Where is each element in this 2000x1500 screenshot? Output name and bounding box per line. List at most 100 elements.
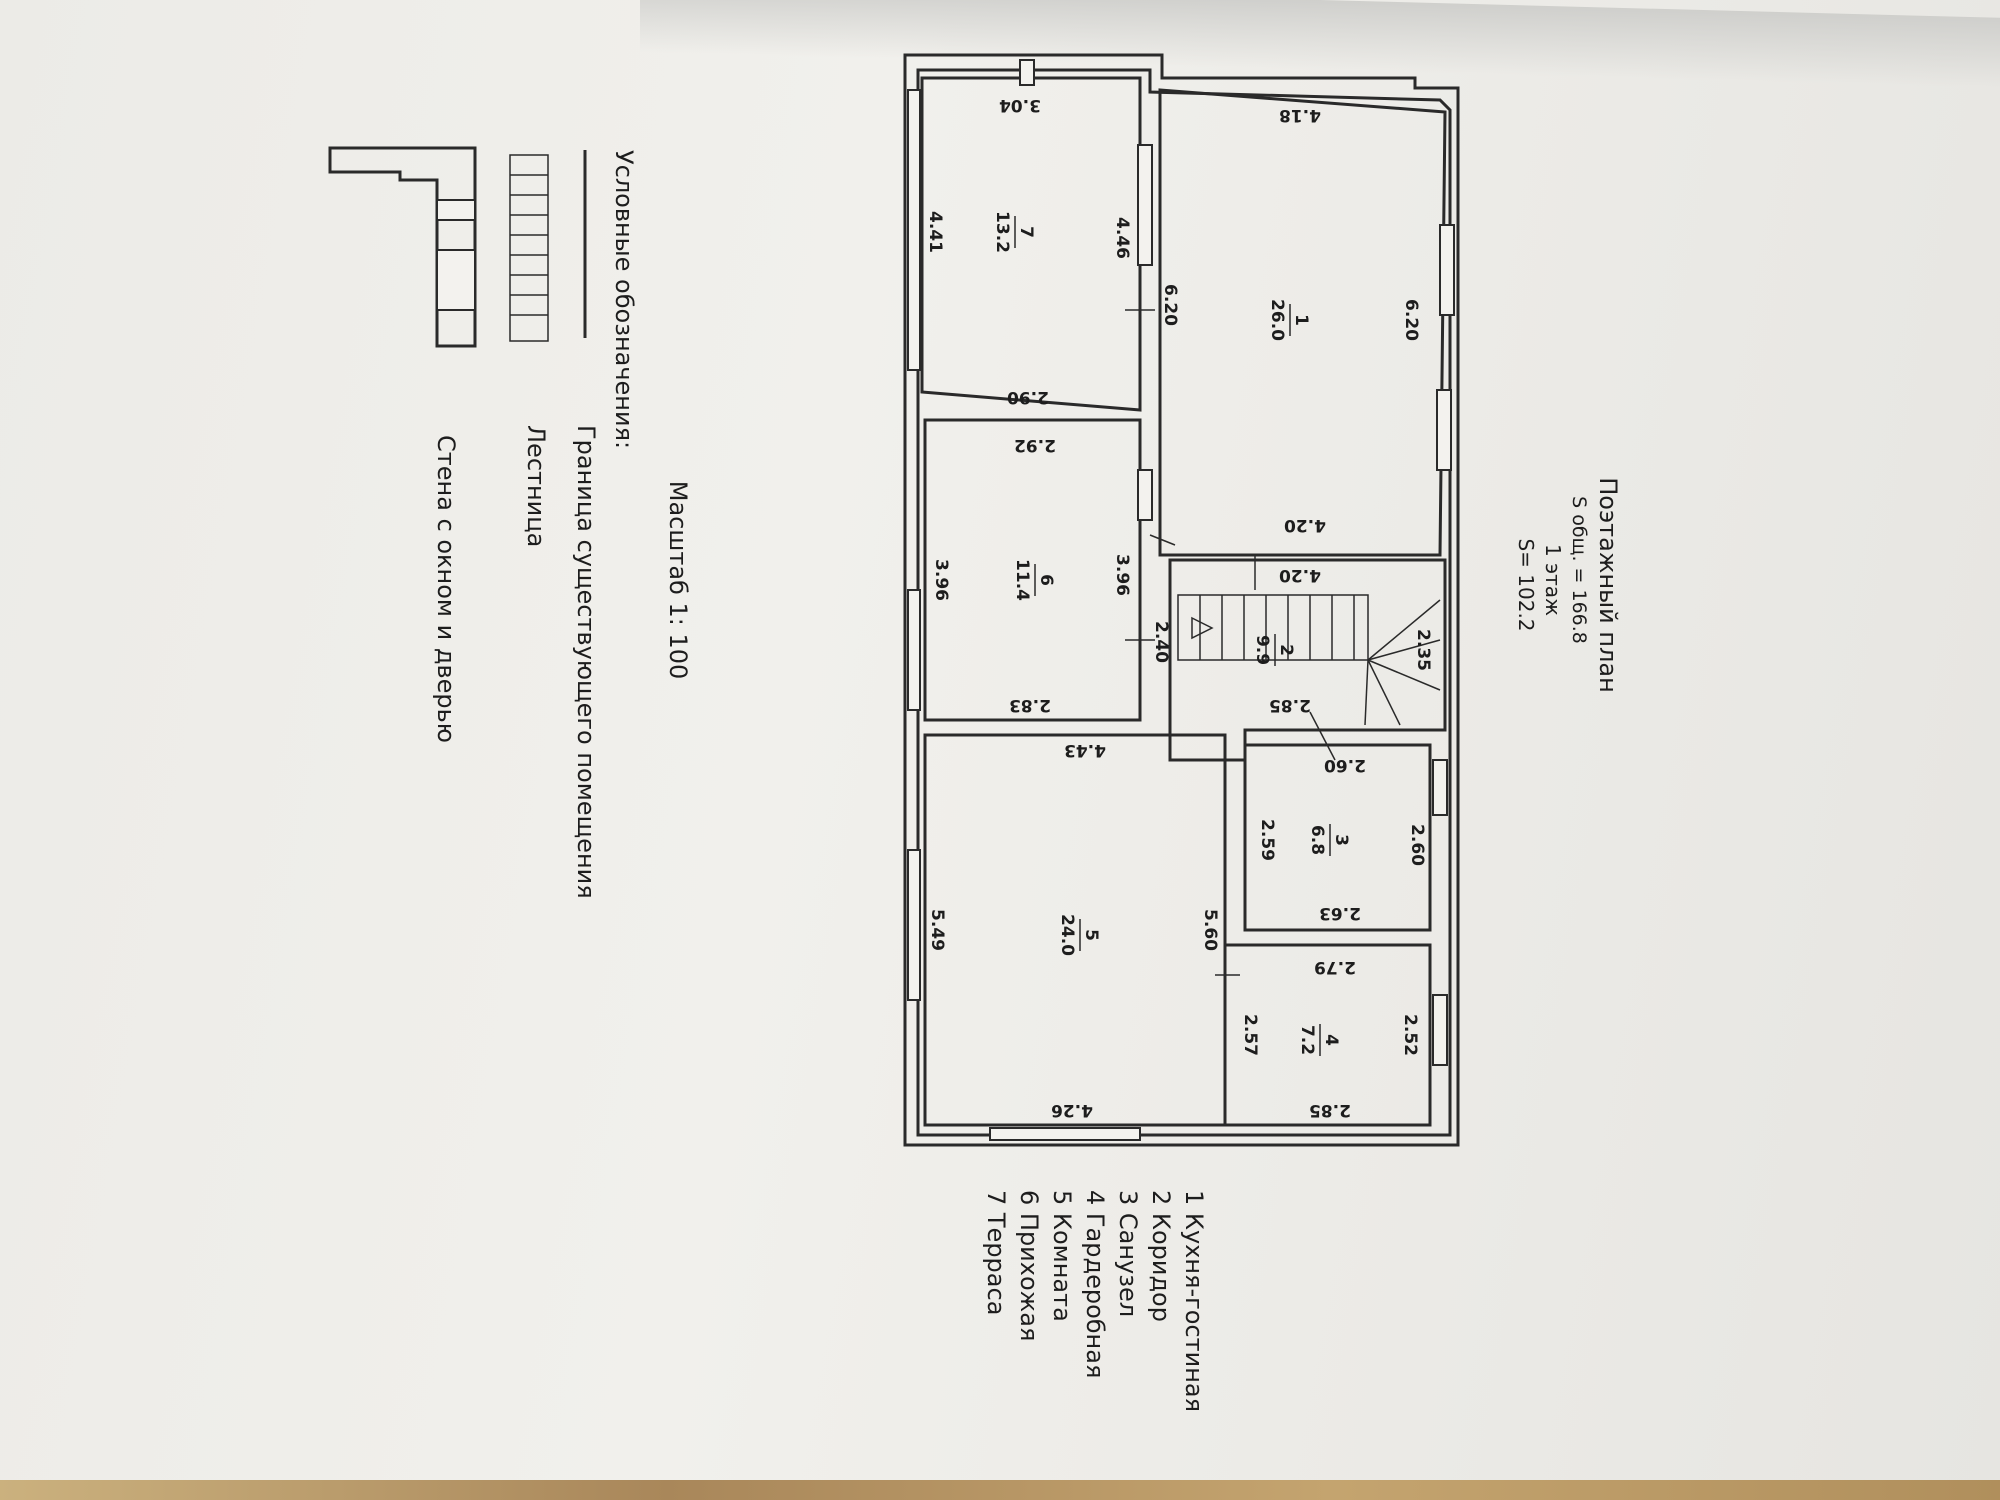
dimension-label: 4.43 [1064, 740, 1106, 760]
scale-label: Масштаб 1: 100 [664, 481, 692, 679]
dimension-label: 6.20 [1160, 284, 1180, 326]
room-area: 26.0 [1267, 299, 1287, 341]
room-list-item: 4 Гардеробная [1081, 1190, 1109, 1378]
room-number: 1 [1291, 314, 1311, 326]
legend-window-mark [436, 249, 476, 311]
room-number: 3 [1331, 834, 1351, 846]
room-area: 7.2 [1297, 1025, 1317, 1055]
dimension-label: 2.92 [1014, 435, 1056, 455]
room-number: 5 [1081, 929, 1101, 941]
room-number: 2 [1276, 644, 1296, 656]
dimension-label: 2.63 [1319, 903, 1361, 923]
legend-heading: Условные обозначения: [610, 150, 638, 449]
room-tags: 1 26.0 2 9.9 3 6.8 4 7.2 5 [992, 211, 1351, 1056]
dimension-labels: 4.18 6.20 6.20 4.20 4.20 3.04 4.41 4.46 … [925, 95, 1433, 1120]
room-2-walls [1168, 558, 1447, 762]
dimension-label: 3.04 [999, 95, 1041, 115]
room-number: 6 [1036, 574, 1056, 586]
window-room-6-left [907, 589, 921, 711]
window-bathroom [1432, 759, 1448, 816]
stair-flight [1177, 594, 1369, 661]
room-list-item: 7 Терраса [982, 1190, 1010, 1315]
dimension-label: 2.90 [1007, 387, 1049, 407]
room-list: 1 Кухня-гостиная 2 Коридор 3 Санузел 4 Г… [982, 1190, 1208, 1412]
window-room-5-bottom [989, 1127, 1141, 1141]
room-list-item: 2 Коридор [1147, 1190, 1175, 1322]
window-terrace-right [1137, 144, 1153, 266]
legend-window-mark [436, 199, 476, 221]
doors [1125, 309, 1336, 976]
room-list-item: 1 Кухня-гостиная [1180, 1190, 1208, 1412]
room-area: 24.0 [1057, 914, 1077, 956]
room-area: 11.4 [1012, 559, 1032, 601]
room-7-walls [920, 76, 1142, 412]
dimension-label: 2.60 [1324, 755, 1366, 775]
room-tag-2: 2 9.9 [1252, 634, 1296, 666]
dimension-label: 2.79 [1314, 957, 1356, 977]
window-entrance [1137, 469, 1153, 521]
room-area: 6.8 [1307, 825, 1327, 855]
dimension-label: 2.59 [1257, 819, 1277, 861]
room-tag-3: 3 6.8 [1307, 824, 1351, 856]
plan-title: Поэтажный план [1594, 477, 1622, 693]
room-area: 9.9 [1252, 635, 1272, 665]
floor-area: S= 102.2 [1514, 538, 1538, 631]
room-3-walls [1243, 743, 1432, 932]
room-tag-4: 4 7.2 [1297, 1024, 1341, 1056]
legend-item-boundary: Граница существующего помещения [572, 425, 600, 899]
dimension-label: 3.96 [1112, 554, 1132, 596]
room-tag-1: 1 26.0 [1267, 299, 1311, 341]
dimension-label: 4.41 [925, 211, 945, 253]
dimension-label: 5.49 [927, 909, 947, 951]
window-terrace-top [1019, 59, 1035, 86]
room-number: 4 [1321, 1034, 1341, 1046]
dimension-label: 2.57 [1240, 1014, 1260, 1056]
room-1-walls [1158, 88, 1447, 557]
room-list-item: 6 Прихожая [1015, 1190, 1043, 1341]
dimension-label: 4.26 [1051, 1100, 1093, 1120]
floor-label: 1 этаж [1541, 544, 1565, 616]
room-6-walls [923, 418, 1142, 722]
plan-walls [903, 53, 1460, 1147]
room-tag-6: 6 11.4 [1012, 559, 1056, 601]
dimension-label: 2.85 [1309, 1100, 1351, 1120]
room-5-walls [923, 733, 1227, 1127]
staircase [1177, 594, 1441, 726]
dimension-label: 5.60 [1200, 909, 1220, 951]
dimension-label: 3.96 [931, 559, 951, 601]
room-list-item: 5 Комната [1048, 1190, 1076, 1322]
dimension-label: 4.46 [1112, 217, 1132, 259]
room-area: 13.2 [992, 211, 1012, 253]
dimension-label: 6.20 [1401, 299, 1421, 341]
dimension-label: 2.40 [1151, 621, 1171, 663]
window-kitchen-2 [1436, 389, 1452, 471]
door-mark [1309, 711, 1336, 761]
dimension-label: 2.83 [1009, 695, 1051, 715]
plan-header: Поэтажный план S общ. = 166.8 1 этаж S= … [664, 477, 1622, 693]
room-list-item: 3 Санузел [1114, 1190, 1142, 1317]
dimension-label: 2.35 [1413, 629, 1433, 671]
dimension-label: 2.60 [1407, 824, 1427, 866]
window-wardrobe [1432, 994, 1448, 1066]
legend-symbol-wall-window-door [328, 146, 477, 348]
legend: Условные обозначения: Граница существующ… [328, 146, 638, 899]
room-tag-7: 7 13.2 [992, 211, 1036, 253]
legend-item-wall-window-door: Стена с окном и дверью [432, 435, 460, 743]
windows [907, 59, 1455, 1141]
legend-symbol-stairs [509, 154, 549, 342]
dimension-label: 2.52 [1400, 1014, 1420, 1056]
window-terrace-left [907, 89, 921, 371]
dimension-label: 4.20 [1279, 565, 1321, 585]
legend-item-stairs: Лестница [522, 425, 550, 547]
window-room-5-left [907, 849, 921, 1001]
outer-wall [903, 53, 1460, 1147]
door-mark [1149, 534, 1176, 546]
dimension-label: 4.18 [1279, 105, 1321, 125]
room-number: 7 [1016, 226, 1036, 238]
window-kitchen-1 [1439, 224, 1455, 316]
stair-arrow-icon [1191, 616, 1214, 640]
room-tag-5: 5 24.0 [1057, 914, 1101, 956]
